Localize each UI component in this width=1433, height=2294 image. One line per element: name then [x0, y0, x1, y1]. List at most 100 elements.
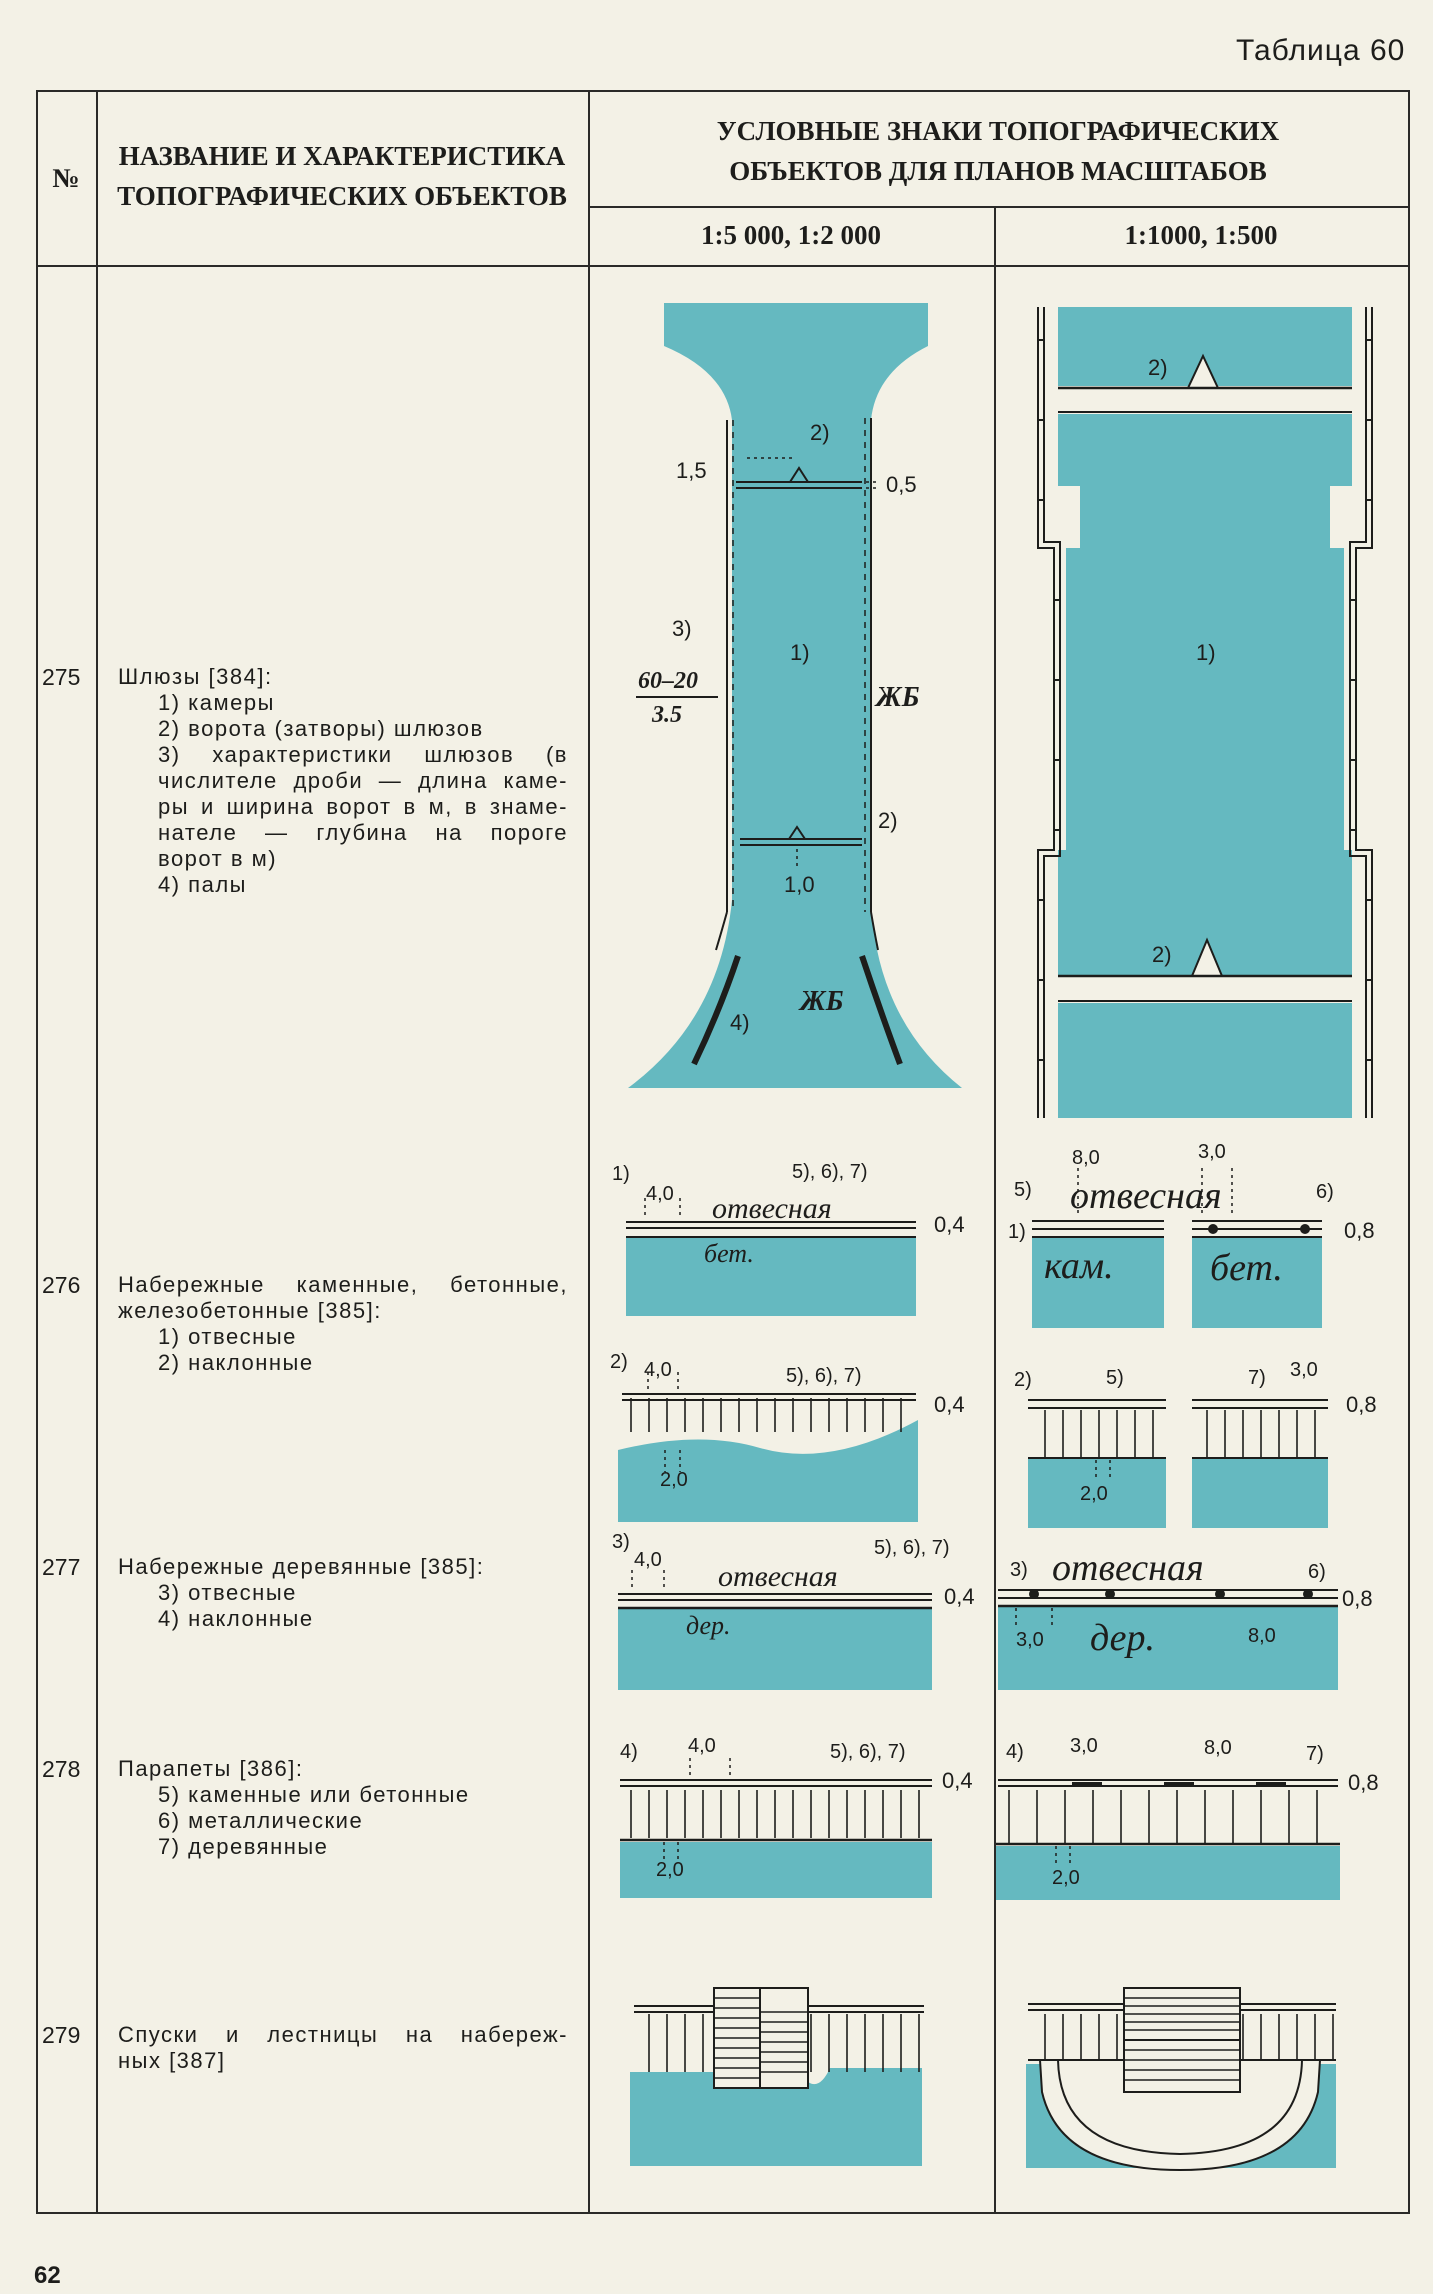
label: 3.5 [651, 702, 682, 728]
row-text-277: Набережные деревянные [385]: 3) отвесные… [118, 1554, 568, 1632]
label: кам. [1044, 1245, 1114, 1287]
table-caption: Таблица 60 [1236, 34, 1406, 67]
label: 3,0 [1198, 1141, 1226, 1163]
label: 1,0 [784, 872, 815, 897]
label: 2) [1014, 1369, 1032, 1391]
label: 4) [1006, 1741, 1024, 1763]
row-277-line: 3) отвесные [158, 1580, 297, 1605]
label: 5), 6), 7) [786, 1365, 862, 1387]
label: 3) [672, 616, 692, 641]
row-text-278: Парапеты [386]: 5) каменные или бетонные… [118, 1756, 568, 1860]
label: 2) [810, 420, 830, 445]
row-276-title: Набережные каменные, бетонные, [118, 1272, 568, 1297]
lock-symbol-small [628, 303, 962, 1088]
lock-symbol-large-labels: 2) 1) 2) [1148, 355, 1216, 967]
label: бет. [1210, 1247, 1283, 1289]
label: 7) [1248, 1367, 1266, 1389]
label: 6) [1316, 1181, 1334, 1203]
label: 4,0 [688, 1735, 716, 1757]
label: 3) [612, 1531, 630, 1553]
label: ЖБ [874, 682, 920, 713]
label: 5), 6), 7) [874, 1537, 950, 1559]
row-text-279: Спуски и лестницы на набереж- ных [387] [118, 2022, 568, 2074]
header-name-line2: ТОПОГРАФИЧЕСКИХ ОБЪЕКТОВ [117, 181, 567, 211]
label: 8,0 [1072, 1147, 1100, 1169]
label: 3,0 [1290, 1359, 1318, 1381]
label: 5), 6), 7) [830, 1741, 906, 1763]
row-num-279: 279 [42, 2022, 81, 2048]
row-279-title: Спуски и лестницы на набереж- [118, 2022, 568, 2047]
header-name-line1: НАЗВАНИЕ И ХАРАКТЕРИСТИКА [118, 141, 566, 171]
label: 0,8 [1344, 1218, 1375, 1243]
row-275-line: 4) палы [158, 872, 247, 897]
label: 2) [878, 808, 898, 833]
row-278-line: 5) каменные или бетонные [158, 1782, 470, 1807]
label: 6) [1308, 1561, 1326, 1583]
row-text-276: Набережные каменные, бетонные, железобет… [118, 1272, 568, 1376]
label: 3,0 [1016, 1629, 1044, 1651]
row-275-line: 2) ворота (затворы) шлюзов [158, 716, 484, 741]
label: отвесная [718, 1560, 838, 1593]
label: отвесная [1052, 1547, 1204, 1589]
stairs-symbol-large [1026, 1987, 1336, 2172]
label: 8,0 [1204, 1737, 1232, 1759]
row-279-line: ных [387] [118, 2048, 226, 2073]
row-num-277: 277 [42, 1554, 81, 1580]
label: 2,0 [1052, 1867, 1080, 1889]
header-name: НАЗВАНИЕ И ХАРАКТЕРИСТИКА ТОПОГРАФИЧЕСКИ… [96, 136, 588, 216]
label: 7) [1306, 1743, 1324, 1765]
header-scale-a: 1:5 000, 1:2 000 [701, 220, 881, 250]
page-number: 62 [34, 2262, 61, 2289]
label: 1) [612, 1163, 630, 1185]
label: отвесная [712, 1192, 832, 1225]
label: 0,4 [944, 1584, 975, 1609]
label: 4) [620, 1741, 638, 1763]
label: 0,4 [934, 1392, 965, 1417]
label: 4,0 [634, 1549, 662, 1571]
embankment-wooden-large: 3) отвесная 6) 0,8 3,0 дер. 8,0 [998, 1547, 1373, 1690]
row-275-title: Шлюзы [384]: [118, 664, 273, 689]
header-num: № [52, 163, 80, 193]
label: ЖБ [798, 986, 844, 1017]
label: 0,5 [886, 472, 917, 497]
stairs-symbol-small [630, 1987, 924, 2166]
row-text-275: Шлюзы [384]: 1) камеры 2) ворота (затвор… [118, 664, 568, 898]
row-278-title: Парапеты [386]: [118, 1756, 304, 1781]
label: 0,4 [942, 1768, 973, 1793]
label: 5) [1014, 1179, 1032, 1201]
label: бет. [704, 1239, 754, 1268]
row-275-line: 1) камеры [158, 690, 275, 715]
label: 60–20 [638, 668, 698, 694]
row-276-line: 2) наклонные [158, 1350, 314, 1375]
lock-symbol-large [1037, 307, 1373, 1118]
label: 2) [1148, 355, 1168, 380]
label: отвесная [1070, 1175, 1222, 1217]
label: 0,8 [1342, 1586, 1373, 1611]
header-signs-line2: ОБЪЕКТОВ ДЛЯ ПЛАНОВ МАСШТАБОВ [729, 156, 1267, 186]
parapet-small: 4) 4,0 5), 6), 7) 0,4 2,0 [620, 1735, 973, 1898]
row-277-title: Набережные деревянные [385]: [118, 1554, 485, 1579]
label: 3,0 [1070, 1735, 1098, 1757]
embankment-inclined-large: 2) 5) 7) 3,0 0,8 2,0 [1014, 1359, 1377, 1528]
label: 4) [730, 1010, 750, 1035]
label: 0,8 [1346, 1392, 1377, 1417]
header-signs-line1: УСЛОВНЫЕ ЗНАКИ ТОПОГРАФИЧЕСКИХ [716, 116, 1280, 146]
row-276-line: 1) отвесные [158, 1324, 297, 1349]
embankment-vertical-large: 8,0 3,0 5) отвесная 6) 1) 0,8 кам. бет. [1008, 1141, 1375, 1328]
label: 0,8 [1348, 1770, 1379, 1795]
row-275-line: 3) характеристики шлюзов (в [158, 742, 568, 767]
label: 8,0 [1248, 1625, 1276, 1647]
label: 2,0 [656, 1859, 684, 1881]
label: 4,0 [644, 1359, 672, 1381]
embankment-wooden-small: 3) 4,0 5), 6), 7) отвесная 0,4 дер. [612, 1531, 975, 1690]
label: 5), 6), 7) [792, 1161, 868, 1183]
label: 4,0 [646, 1183, 674, 1205]
row-275-line: нателе — глубина на пороге [158, 820, 568, 845]
row-277-line: 4) наклонные [158, 1606, 314, 1631]
row-275-line: ворот в м) [158, 846, 278, 871]
embankment-inclined-small: 2) 4,0 5), 6), 7) 0,4 2,0 [610, 1351, 965, 1522]
parapet-large: 4) 3,0 8,0 7) 0,8 2,0 [996, 1735, 1379, 1900]
label: 2) [1152, 942, 1172, 967]
row-278-line: 7) деревянные [158, 1834, 329, 1859]
